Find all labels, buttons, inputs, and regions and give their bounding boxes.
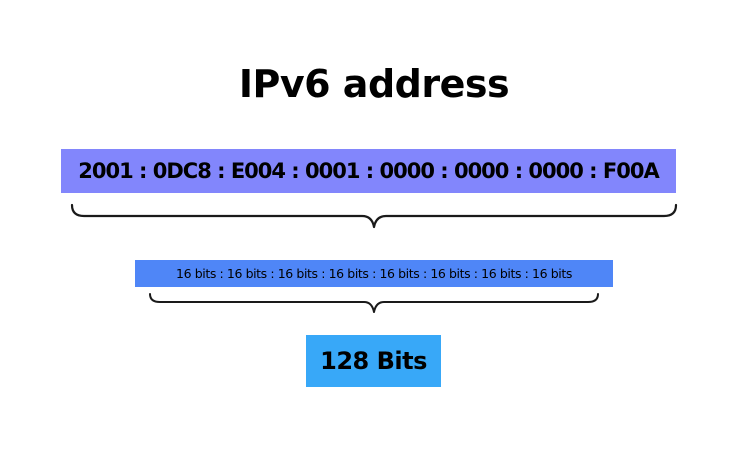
curly-brace-icon [149,293,599,313]
total-bits-text: 128 Bits [320,347,427,375]
bits-breakdown-bar: 16 bits : 16 bits : 16 bits : 16 bits : … [135,260,613,287]
curly-brace-icon [70,203,678,229]
ipv6-address-bar: 2001 : 0DC8 : E004 : 0001 : 0000 : 0000 … [61,149,676,193]
ipv6-address-text: 2001 : 0DC8 : E004 : 0001 : 0000 : 0000 … [78,159,659,183]
bits-breakdown-text: 16 bits : 16 bits : 16 bits : 16 bits : … [176,266,572,281]
total-bits-box: 128 Bits [306,335,441,387]
diagram-title: IPv6 address [238,62,510,106]
